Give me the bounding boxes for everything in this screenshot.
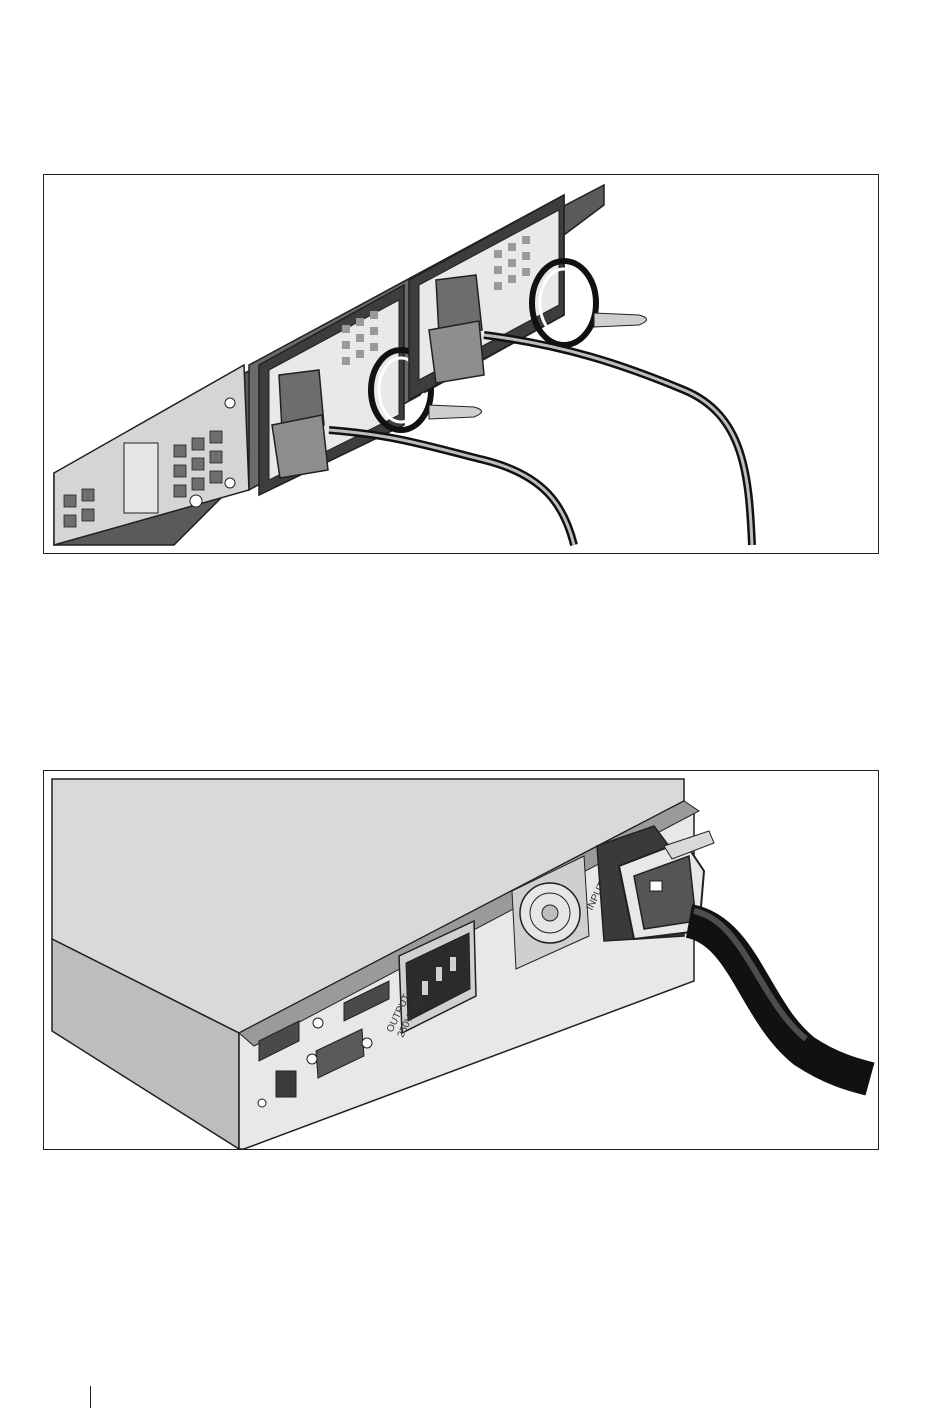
ups-rear-drawing: OUTPUT 250V~10A INPUT 220-240V: [44, 771, 878, 1149]
server-rear-drawing: [44, 175, 878, 553]
ups-input-cable: [689, 921, 870, 1079]
psu-1-plug-boot: [272, 415, 328, 478]
psu-2-cable-highlight: [484, 335, 752, 545]
psu-1-release-tab: [429, 405, 482, 419]
psu-2-release-tab: [594, 313, 647, 327]
screw: [225, 398, 235, 408]
ups-rear-illustration: OUTPUT 250V~10A INPUT 220-240V: [43, 770, 879, 1150]
drive-bay: [124, 443, 158, 513]
port-circle: [190, 495, 202, 507]
psu-1-cable: [329, 430, 574, 545]
server-power-supply-illustration: [43, 174, 879, 554]
psu-2-plug-boot: [429, 321, 484, 383]
screw: [225, 478, 235, 488]
page-margin-rule: [90, 1386, 91, 1408]
